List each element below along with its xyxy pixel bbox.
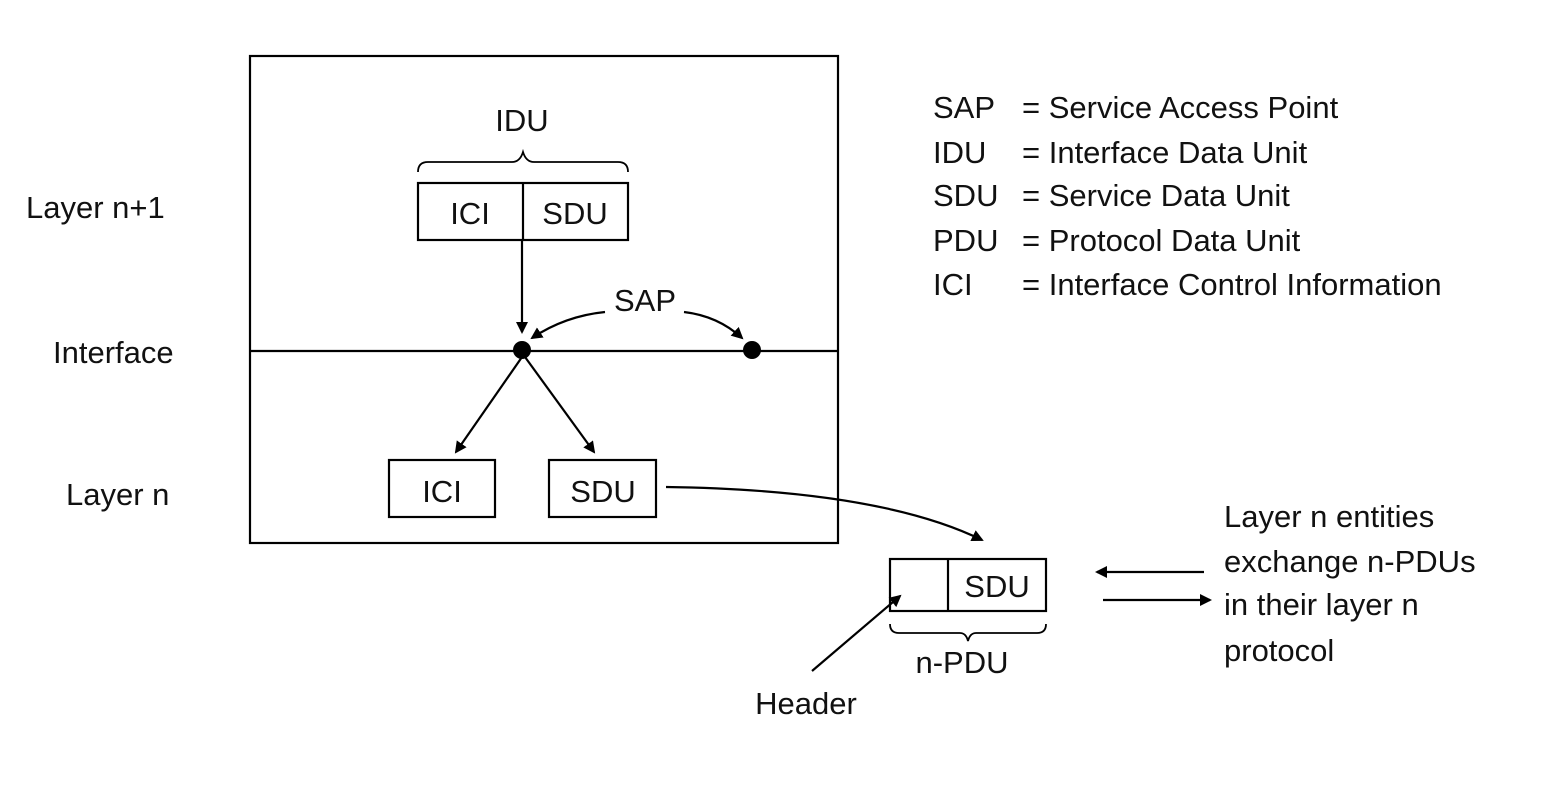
layer-frame	[248, 54, 840, 545]
npdu-box	[888, 557, 1048, 613]
idu-brace	[417, 148, 629, 173]
sap-to-sdu-arrow	[524, 356, 596, 454]
legend-def: = Protocol Data Unit	[1022, 223, 1301, 258]
legend-def: = Interface Control Information	[1022, 267, 1442, 302]
layer-n-sdu-label: SDU	[570, 474, 635, 509]
idu-label: IDU	[495, 103, 548, 138]
legend-def: = Service Access Point	[1022, 90, 1339, 125]
sdu-to-npdu-arrow	[665, 485, 984, 541]
idu-ici-label: ICI	[450, 196, 490, 231]
legend: SAP = Service Access Point IDU = Interfa…	[933, 90, 1442, 302]
layer-n-ici-box	[387, 458, 497, 519]
legend-abbr: SAP	[933, 90, 995, 125]
legend-abbr: SDU	[933, 178, 998, 213]
exchange-note-line-4: protocol	[1224, 633, 1334, 668]
layer-n-ici-label: ICI	[422, 474, 462, 509]
legend-abbr: IDU	[933, 135, 986, 170]
idu-sdu-label: SDU	[542, 196, 607, 231]
layer-upper-label: Layer n+1	[26, 190, 165, 225]
sap-label: SAP	[614, 283, 676, 318]
sap-pointer-left	[530, 310, 606, 340]
sap-point-right	[743, 341, 761, 359]
sap-pointer-right	[683, 310, 744, 340]
legend-abbr: ICI	[933, 267, 973, 302]
npdu-sdu-label: SDU	[964, 569, 1029, 604]
exchange-note-line-2: exchange n-PDUs	[1224, 544, 1476, 579]
legend-def: = Interface Data Unit	[1022, 135, 1308, 170]
layer-n-sdu-box	[547, 458, 658, 519]
legend-abbr: PDU	[933, 223, 998, 258]
header-pointer	[811, 594, 902, 672]
sap-point-left	[513, 341, 531, 359]
header-label: Header	[755, 686, 857, 721]
interface-label: Interface	[53, 335, 174, 370]
exchange-note-line-1: Layer n entities	[1224, 499, 1434, 534]
npdu-brace	[889, 623, 1047, 642]
exchange-note-line-3: in their layer n	[1224, 587, 1419, 622]
sap-to-ici-arrow	[454, 356, 523, 454]
legend-def: = Service Data Unit	[1022, 178, 1290, 213]
npdu-label: n-PDU	[915, 645, 1008, 680]
layer-lower-label: Layer n	[66, 477, 169, 512]
